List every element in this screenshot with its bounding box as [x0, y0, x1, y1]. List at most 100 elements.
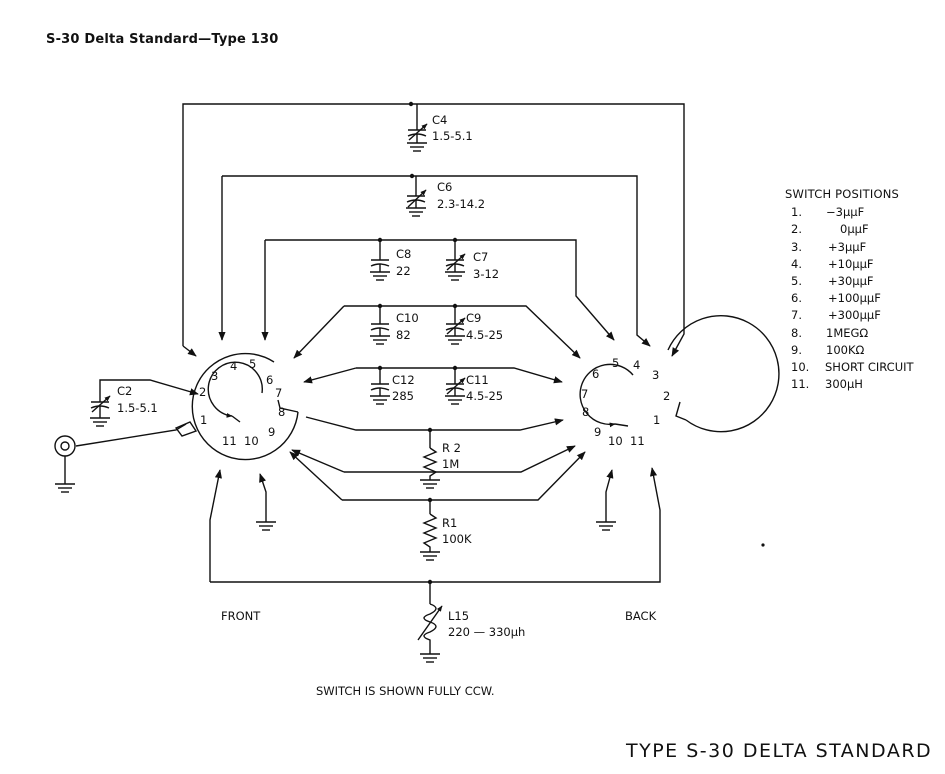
c7-value: 3-12	[473, 267, 499, 281]
back-position: 2	[663, 389, 670, 403]
r2-resistor	[420, 447, 440, 489]
legend-item: 7. +300µµF	[785, 307, 914, 324]
c9-name: C9	[466, 311, 481, 325]
front-switch-wafer	[191, 352, 299, 461]
c9-value: 4.5-25	[466, 328, 503, 342]
front-position: 11	[222, 434, 237, 448]
c4-capacitor	[407, 104, 428, 152]
legend-text: +30µµF	[828, 274, 874, 289]
legend-item: 3. +3µµF	[785, 239, 914, 256]
back-position: 4	[633, 358, 640, 372]
c11-value: 4.5-25	[466, 389, 503, 403]
c10-name: C10	[396, 311, 419, 325]
legend-item: 4.+10µµF	[785, 256, 914, 273]
legend-number: 7.	[791, 308, 802, 323]
front-position: 4	[230, 359, 237, 373]
r2-name: R 2	[442, 441, 461, 455]
legend-number: 10.	[791, 360, 810, 375]
legend-text: 300µH	[825, 377, 863, 392]
back-position: 1	[653, 413, 660, 427]
c2-capacitor	[90, 394, 111, 427]
front-ground	[256, 521, 276, 531]
legend-number: 6.	[791, 291, 802, 306]
l15-value: 220 — 330µh	[448, 625, 525, 639]
front-position: 7	[275, 386, 282, 400]
front-position: 3	[211, 369, 218, 383]
legend-item: 8. 1MEGΩ	[785, 325, 914, 342]
c8-capacitor	[370, 240, 390, 281]
wiring	[75, 101, 765, 604]
c2-value: 1.5-5.1	[117, 401, 158, 415]
back-position: 10	[608, 434, 623, 448]
legend-number: 1.	[791, 205, 802, 220]
c2-name: C2	[117, 384, 132, 398]
r1-name: R1	[442, 516, 457, 530]
footer-title: TYPE S-30 DELTA STANDARD	[626, 740, 933, 762]
c7-capacitor	[445, 240, 466, 281]
legend-item: 2. 0µµF	[785, 221, 914, 238]
c10-value: 82	[396, 328, 411, 342]
back-position: 3	[652, 368, 659, 382]
front-position: 5	[249, 357, 256, 371]
c6-name: C6	[437, 180, 452, 194]
page-header: S-30 Delta Standard—Type 130	[46, 32, 279, 47]
legend-text: 0µµF	[840, 222, 869, 237]
legend-title: SWITCH POSITIONS	[785, 187, 899, 201]
front-position: 1	[200, 413, 207, 427]
c12-value: 285	[392, 389, 414, 403]
back-position: 9	[594, 425, 601, 439]
c9-capacitor	[445, 306, 466, 345]
legend-item: 5. +30µµF	[785, 273, 914, 290]
legend-number: 2.	[791, 222, 802, 237]
back-label: BACK	[625, 609, 657, 623]
legend-number: 11.	[791, 377, 810, 392]
switch-positions-legend: SWITCH POSITIONS 1.−3µµF 2.0µµF 3.+3µµF …	[785, 186, 914, 393]
legend-text: −3µµF	[826, 205, 865, 220]
r1-resistor	[420, 513, 440, 561]
c10-capacitor	[370, 306, 390, 345]
back-ground	[596, 521, 616, 531]
legend-number: 5.	[791, 274, 802, 289]
c4-name: C4	[432, 113, 447, 127]
back-switch-wafer	[579, 315, 780, 433]
c6-capacitor	[406, 176, 427, 217]
back-position: 7	[581, 387, 588, 401]
front-position: 2	[199, 385, 206, 399]
legend-item: 11. 300µH	[785, 376, 914, 393]
legend-text: 1MEGΩ	[826, 325, 869, 340]
front-label: FRONT	[221, 609, 261, 623]
c11-name: C11	[466, 373, 489, 387]
back-position: 5	[612, 356, 619, 370]
component-labels: C4 1.5-5.1 C6 2.3-14.2 C8 22 C7 3-12 C10…	[117, 113, 657, 698]
front-position: 9	[268, 425, 275, 439]
legend-number: 8.	[791, 325, 802, 340]
legend-number: 4.	[791, 256, 802, 271]
c7-name: C7	[473, 250, 488, 264]
legend-text: +100µµF	[828, 291, 881, 306]
legend-text: 100KΩ	[826, 342, 865, 357]
front-position: 6	[266, 373, 273, 387]
legend-item: 1. −3µµF	[785, 204, 914, 221]
r2-value: 1M	[442, 457, 459, 471]
switch-note: SWITCH IS SHOWN FULLY CCW.	[316, 684, 495, 698]
l15-inductor	[417, 603, 443, 663]
r1-value: 100K	[442, 532, 472, 546]
legend-text: +3µµF	[828, 239, 867, 254]
c12-name: C12	[392, 373, 415, 387]
legend-item: 10.SHORT CIRCUIT	[785, 359, 914, 376]
c11-capacitor	[445, 368, 466, 405]
c4-value: 1.5-5.1	[432, 129, 473, 143]
legend-number: 3.	[791, 239, 802, 254]
back-position: 11	[630, 434, 645, 448]
legend-text: +300µµF	[828, 308, 881, 323]
front-position: 8	[278, 405, 285, 419]
front-position-numbers: 1 2 3 4 5 6 7 8 9 10 11	[199, 357, 285, 448]
back-position: 8	[582, 405, 589, 419]
c8-value: 22	[396, 264, 411, 278]
c8-name: C8	[396, 247, 411, 261]
l15-name: L15	[448, 609, 469, 623]
legend-item: 9. 100KΩ	[785, 342, 914, 359]
legend-number: 9.	[791, 342, 802, 357]
